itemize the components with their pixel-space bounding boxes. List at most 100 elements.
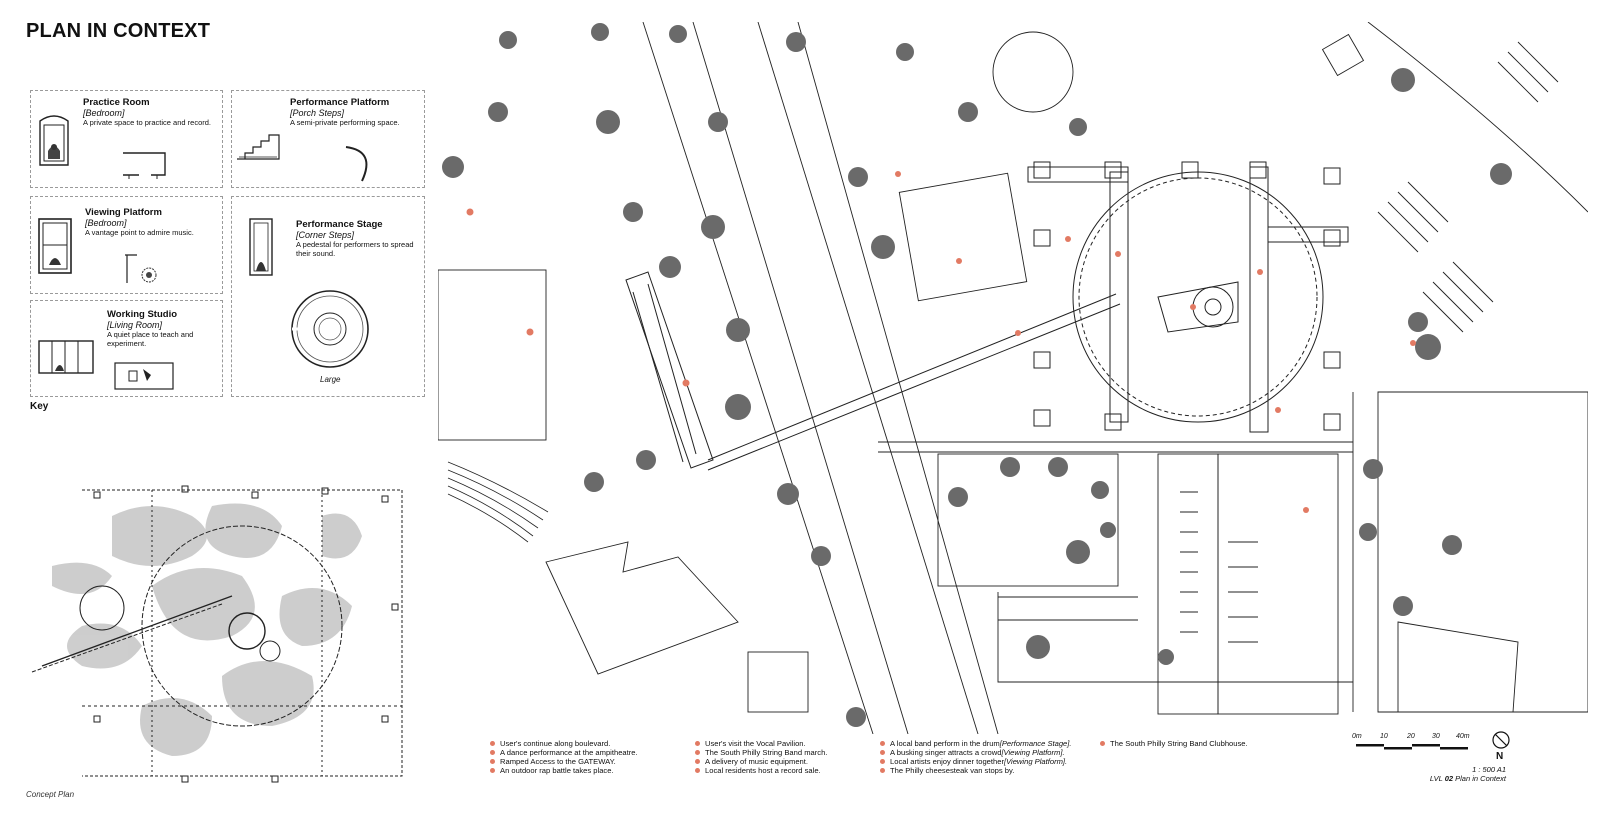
- concept-wash: [52, 503, 362, 756]
- legend-text: Local artists enjoy dinner together: [890, 757, 1004, 766]
- legend-text: The South Philly String Band march.: [705, 748, 828, 757]
- trees: [442, 23, 1512, 727]
- legend-item: Local artists enjoy dinner together [Vie…: [880, 757, 1072, 766]
- key-cell-performance-stage: Performance Stage [Corner Steps] A pedes…: [231, 196, 425, 397]
- north-arrow-icon: [1492, 731, 1510, 749]
- north-label: N: [1496, 751, 1504, 762]
- key-sub: [Corner Steps]: [296, 230, 355, 240]
- legend-column: The South Philly String Band Clubhouse.: [1100, 739, 1248, 748]
- viewing-platform-plan-icon: [125, 254, 157, 283]
- key-name: Practice Room: [83, 97, 150, 108]
- key-cell-working-studio: Working Studio [Living Room] A quiet pla…: [30, 300, 223, 397]
- key-desc: A vantage point to admire music.: [85, 228, 194, 237]
- pavilion-towers: [1033, 161, 1341, 431]
- legend-column: A local band perform in the drum [Perfor…: [880, 739, 1072, 775]
- concept-plan-caption: Concept Plan: [26, 790, 75, 799]
- legend-text: A dance performance at the ampitheatre.: [500, 748, 638, 757]
- marker-dot-icon: [695, 741, 700, 746]
- key-sub: [Porch Steps]: [290, 108, 345, 118]
- key-name: Viewing Platform: [85, 207, 162, 218]
- legend-text: An outdoor rap battle takes place.: [500, 766, 614, 775]
- window-sketch-icon: [39, 115, 69, 166]
- legend-text: A local band perform in the drum: [890, 739, 1000, 748]
- legend-item: A delivery of music equipment.: [695, 757, 827, 766]
- concept-lines: [31, 489, 403, 777]
- legend-text: Local residents host a record sale.: [705, 766, 821, 775]
- gateway-bridge: [625, 271, 1121, 471]
- legend-column: User's visit the Vocal Pavilion. The Sou…: [695, 739, 827, 775]
- key-cell-performance-platform: Performance Platform [Porch Steps] A sem…: [231, 90, 425, 188]
- legend-italic: [Viewing Platform].: [1003, 757, 1068, 766]
- key-sub: [Bedroom]: [85, 218, 127, 228]
- key-sub: [Bedroom]: [83, 108, 125, 118]
- window-sketch-icon: [38, 218, 72, 274]
- large-label: Large: [320, 375, 341, 384]
- key-cell-practice-room: Practice Room [Bedroom] A private space …: [30, 90, 223, 188]
- key-desc: A private space to practice and record.: [83, 118, 211, 127]
- scale-tick: 30: [1432, 733, 1440, 740]
- legend-item: A local band perform in the drum [Perfor…: [880, 739, 1072, 748]
- legend-text: Ramped Access to the GATEWAY.: [500, 757, 616, 766]
- parking-rows: [998, 491, 1258, 643]
- key-name: Performance Stage: [296, 219, 383, 230]
- marker-dot-icon: [490, 750, 495, 755]
- vocal-pavilion: [1027, 166, 1349, 433]
- marker-dot-icon: [695, 759, 700, 764]
- key-label: Key: [30, 401, 49, 412]
- scale-tick: 40m: [1456, 733, 1470, 740]
- legend-item: A busking singer attracts a crowd [Viewi…: [880, 748, 1072, 757]
- key-desc: A pedestal for performers to spread thei…: [296, 240, 414, 258]
- sheet-prefix: LVL: [1429, 774, 1445, 783]
- marker-dot-icon: [1100, 741, 1105, 746]
- legend-item: A dance performance at the ampitheatre.: [490, 748, 638, 757]
- marker-dot-icon: [490, 759, 495, 764]
- legend-item: User's continue along boulevard.: [490, 739, 638, 748]
- legend-text: The South Philly String Band Clubhouse.: [1110, 739, 1248, 748]
- legend-item: An outdoor rap battle takes place.: [490, 766, 638, 775]
- legend-item: The South Philly String Band march.: [695, 748, 827, 757]
- site-plan: [438, 22, 1588, 734]
- legend-italic: [Viewing Platform].: [1001, 748, 1065, 757]
- scale-tick: 0m: [1352, 733, 1362, 740]
- scale-ratio: 1 : 500 A1: [1472, 765, 1506, 774]
- marker-dot-icon: [880, 768, 885, 773]
- legend-text: The Philly cheesesteak van stops by.: [890, 766, 1015, 775]
- steps-sketch-icon: [237, 134, 280, 160]
- sheet-title: Plan in Context: [1453, 774, 1506, 783]
- marker-dot-icon: [695, 768, 700, 773]
- legend-text: User's visit the Vocal Pavilion.: [705, 739, 806, 748]
- concept-plan-drawing: [31, 485, 403, 783]
- marker-dot-icon: [490, 741, 495, 746]
- scale-tick: 10: [1380, 733, 1388, 740]
- platform-arc-icon: [345, 146, 368, 182]
- marker-dot-icon: [880, 750, 885, 755]
- legend-text: A delivery of music equipment.: [705, 757, 808, 766]
- key-cell-viewing-platform: Viewing Platform [Bedroom] A vantage poi…: [30, 196, 223, 294]
- concept-nodes: [93, 485, 399, 783]
- stage-drum-plan-icon: [291, 290, 369, 368]
- legend-item: Ramped Access to the GATEWAY.: [490, 757, 638, 766]
- event-markers: [466, 171, 1416, 513]
- buildings: [438, 31, 1588, 715]
- legend-italic: [Performance Stage].: [999, 739, 1072, 748]
- sheet-label: LVL 02 Plan in Context: [1400, 774, 1506, 783]
- legend-item: Local residents host a record sale.: [695, 766, 827, 775]
- legend-column: User's continue along boulevard. A dance…: [490, 739, 638, 775]
- practice-room-plan-icon: [123, 152, 166, 179]
- studio-plan-icon: [114, 362, 174, 390]
- key-name: Working Studio: [107, 309, 178, 320]
- amphitheatre: [447, 461, 549, 543]
- scale-tick: 20: [1407, 733, 1415, 740]
- scale-bar: 0m 10 20 30 40m: [1352, 733, 1472, 757]
- legend-item: The Philly cheesesteak van stops by.: [880, 766, 1072, 775]
- marker-dot-icon: [695, 750, 700, 755]
- sheet-number: 02: [1444, 774, 1454, 783]
- marker-dot-icon: [490, 768, 495, 773]
- key-sub: [Living Room]: [107, 320, 163, 330]
- legend: User's continue along boulevard. A dance…: [490, 739, 1330, 789]
- legend-item: User's visit the Vocal Pavilion.: [695, 739, 827, 748]
- legend-text: User's continue along boulevard.: [500, 739, 611, 748]
- corner-steps-sketch-icon: [249, 218, 273, 276]
- marker-dot-icon: [880, 759, 885, 764]
- legend-text: A busking singer attracts a crowd: [890, 748, 1002, 757]
